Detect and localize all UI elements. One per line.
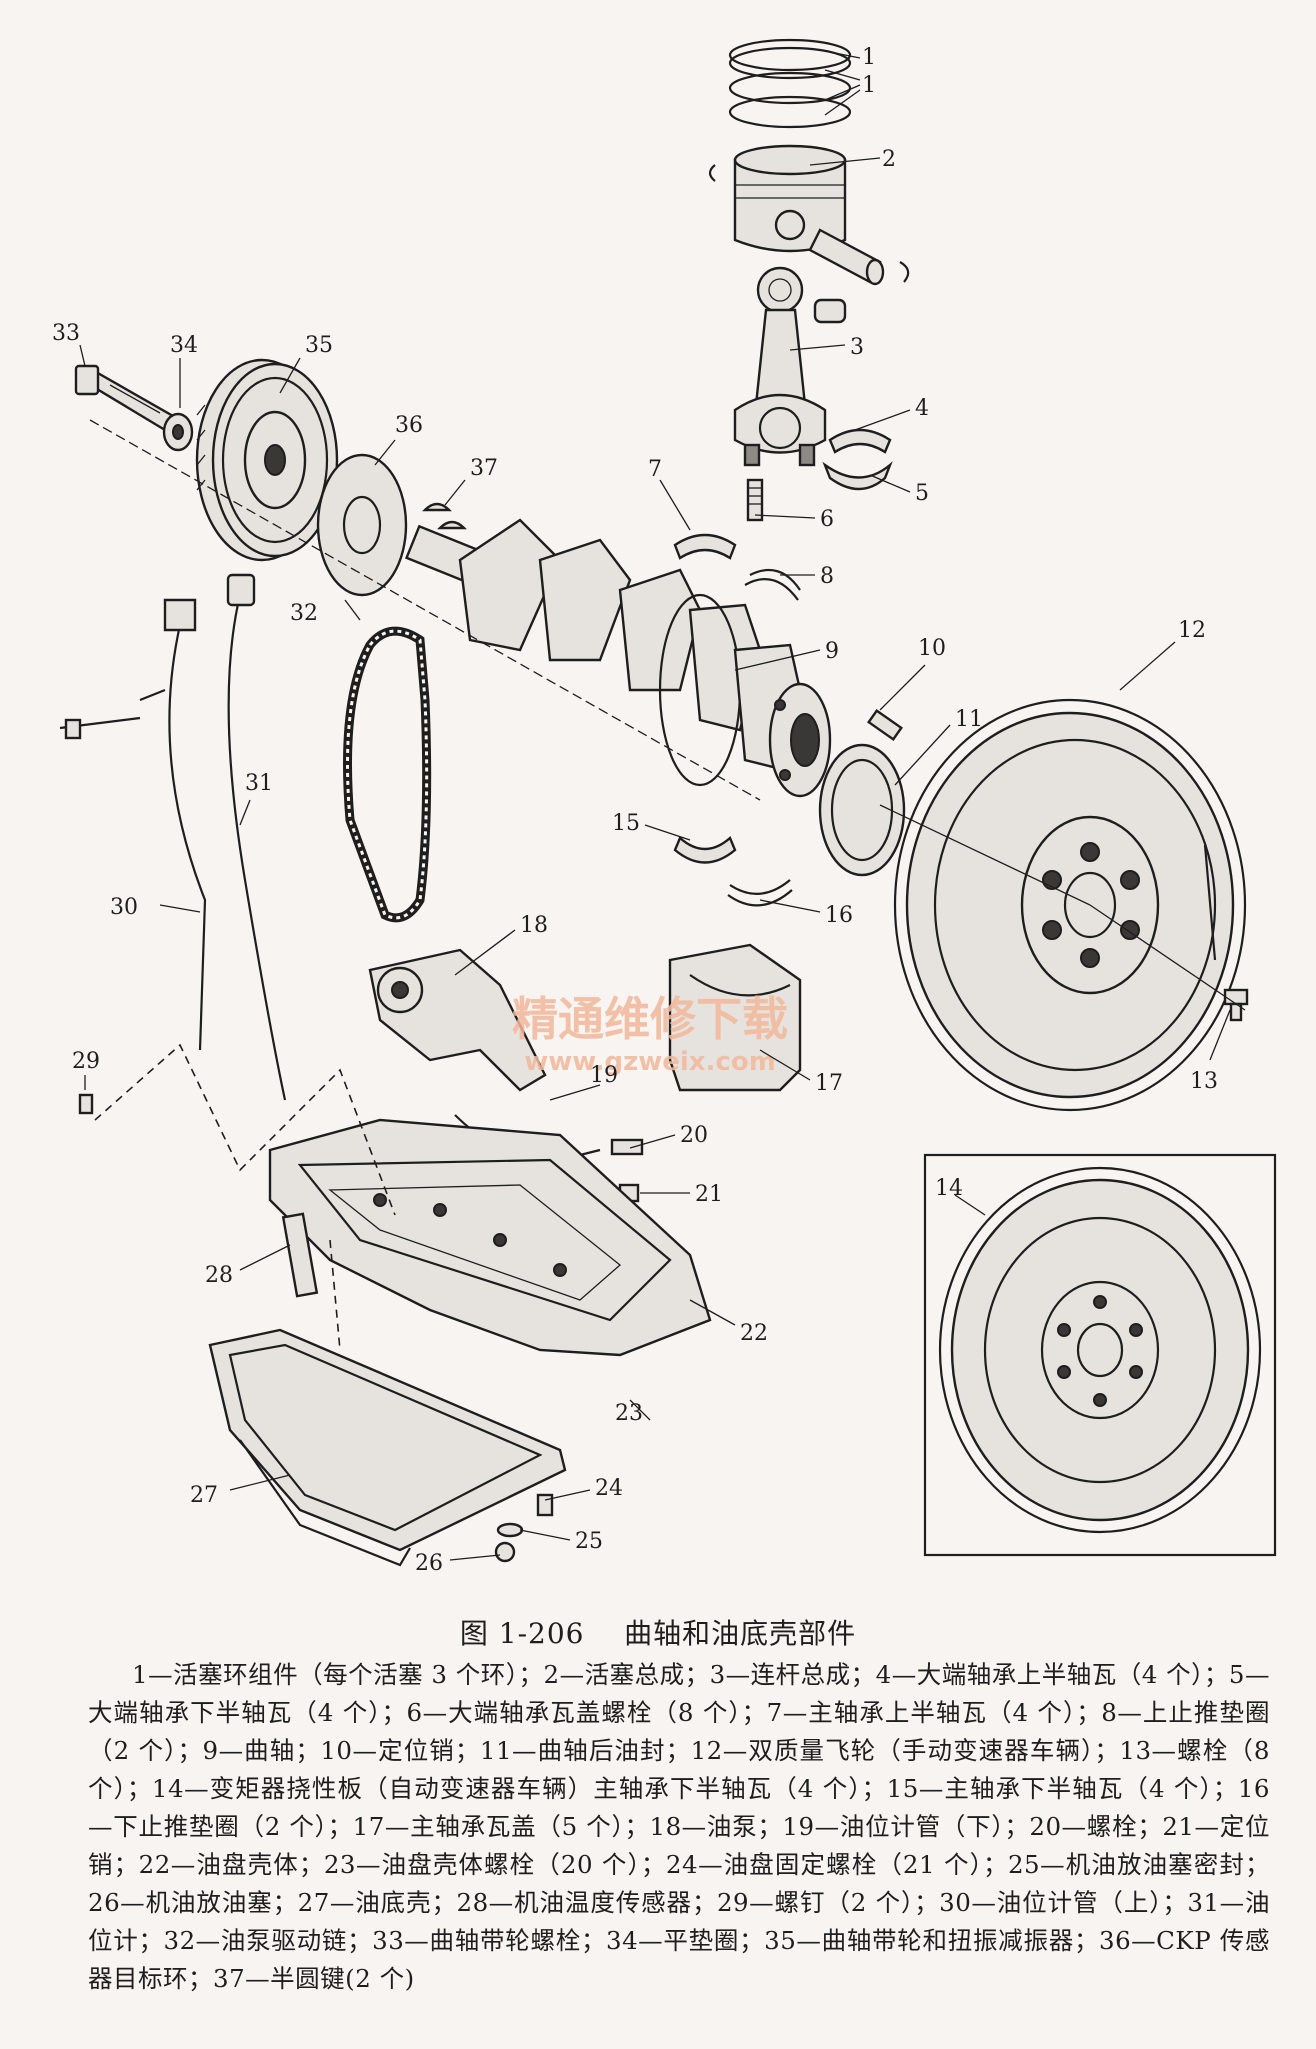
rod-cap-bolt [746, 478, 764, 522]
flexplate-inset [923, 1153, 1277, 1557]
woodruff-keys [422, 502, 467, 530]
figure-title: 曲轴和油底壳部件 [624, 1617, 857, 1650]
callout-11: 11 [955, 707, 983, 732]
callout-7: 7 [648, 457, 662, 482]
callout-34: 34 [170, 333, 198, 358]
dipstick-tube [59, 598, 207, 1051]
piston-pin [808, 228, 910, 324]
callout-23: 23 [615, 1401, 643, 1426]
callout-18: 18 [520, 913, 548, 938]
callout-19: 19 [590, 1063, 618, 1088]
callout-16: 16 [825, 903, 853, 928]
ckp-target-ring [316, 453, 408, 597]
callout-labels: 1 1 2 3 4 5 6 7 8 9 10 11 12 13 14 15 16… [52, 45, 1218, 1576]
dipstick [226, 573, 287, 1101]
callout-32: 32 [290, 601, 318, 626]
callout-33: 33 [52, 321, 80, 346]
callout-26: 26 [415, 1551, 443, 1576]
callout-36: 36 [395, 413, 423, 438]
callout-15: 15 [612, 811, 640, 836]
watermark-url: www.gzweix.com [524, 1047, 776, 1077]
callout-5: 5 [915, 481, 929, 506]
callout-20: 20 [680, 1123, 708, 1148]
callout-6: 6 [820, 507, 834, 532]
callout-22: 22 [740, 1321, 768, 1346]
dowel-pin [867, 708, 903, 742]
callout-8: 8 [820, 564, 834, 589]
callout-27: 27 [190, 1483, 218, 1508]
callout-10: 10 [918, 636, 946, 661]
exploded-parts-diagram: 精通维修下载 www.gzweix.com [52, 38, 1277, 1576]
drain-plug [494, 1493, 554, 1563]
callout-30: 30 [110, 895, 138, 920]
main-bearing-lower [673, 835, 793, 907]
callout-37: 37 [470, 456, 498, 481]
parts-legend: 1—活塞环组件（每个活塞 3 个环）；2—活塞总成；3—连杆总成；4—大端轴承上… [88, 1660, 1270, 1993]
rear-oil-seal [818, 743, 906, 877]
watermark-text: 精通维修下载 [512, 992, 788, 1046]
callout-4: 4 [915, 396, 929, 421]
piston [708, 144, 847, 253]
figure-caption: 图 1-206 曲轴和油底壳部件 [0, 1612, 1316, 1652]
callout-1a: 1 [862, 45, 876, 70]
oil-pan-housing [268, 1118, 712, 1357]
oil-pan [208, 1328, 567, 1567]
callout-1b: 1 [862, 73, 876, 98]
callout-28: 28 [205, 1263, 233, 1288]
callout-21: 21 [695, 1182, 723, 1207]
connecting-rod [733, 266, 827, 467]
dual-mass-flywheel [893, 698, 1247, 1112]
oil-pump-chain [343, 626, 432, 923]
callout-2: 2 [882, 147, 896, 172]
main-bearing-upper [673, 533, 801, 601]
leader-lines [79, 49, 1231, 1561]
callout-3: 3 [850, 335, 864, 360]
crankshaft [404, 518, 832, 798]
assembly-lines [89, 419, 1246, 1351]
callout-9: 9 [825, 639, 839, 664]
callout-24: 24 [595, 1476, 623, 1501]
screw [78, 1093, 94, 1115]
rod-bearing-shells [822, 428, 893, 491]
pulley-bolt [74, 364, 194, 452]
callout-25: 25 [575, 1529, 603, 1554]
piston-rings [728, 38, 852, 129]
callout-17: 17 [815, 1071, 843, 1096]
callout-31: 31 [245, 771, 273, 796]
callout-29: 29 [72, 1049, 100, 1074]
callout-14: 14 [935, 1176, 963, 1201]
callout-35: 35 [305, 333, 333, 358]
crankshaft-pulley [195, 358, 339, 562]
callout-12: 12 [1178, 618, 1206, 643]
oil-temp-sensor [281, 1212, 319, 1298]
callout-13: 13 [1190, 1069, 1218, 1094]
figure-number: 图 1-206 [459, 1617, 585, 1650]
